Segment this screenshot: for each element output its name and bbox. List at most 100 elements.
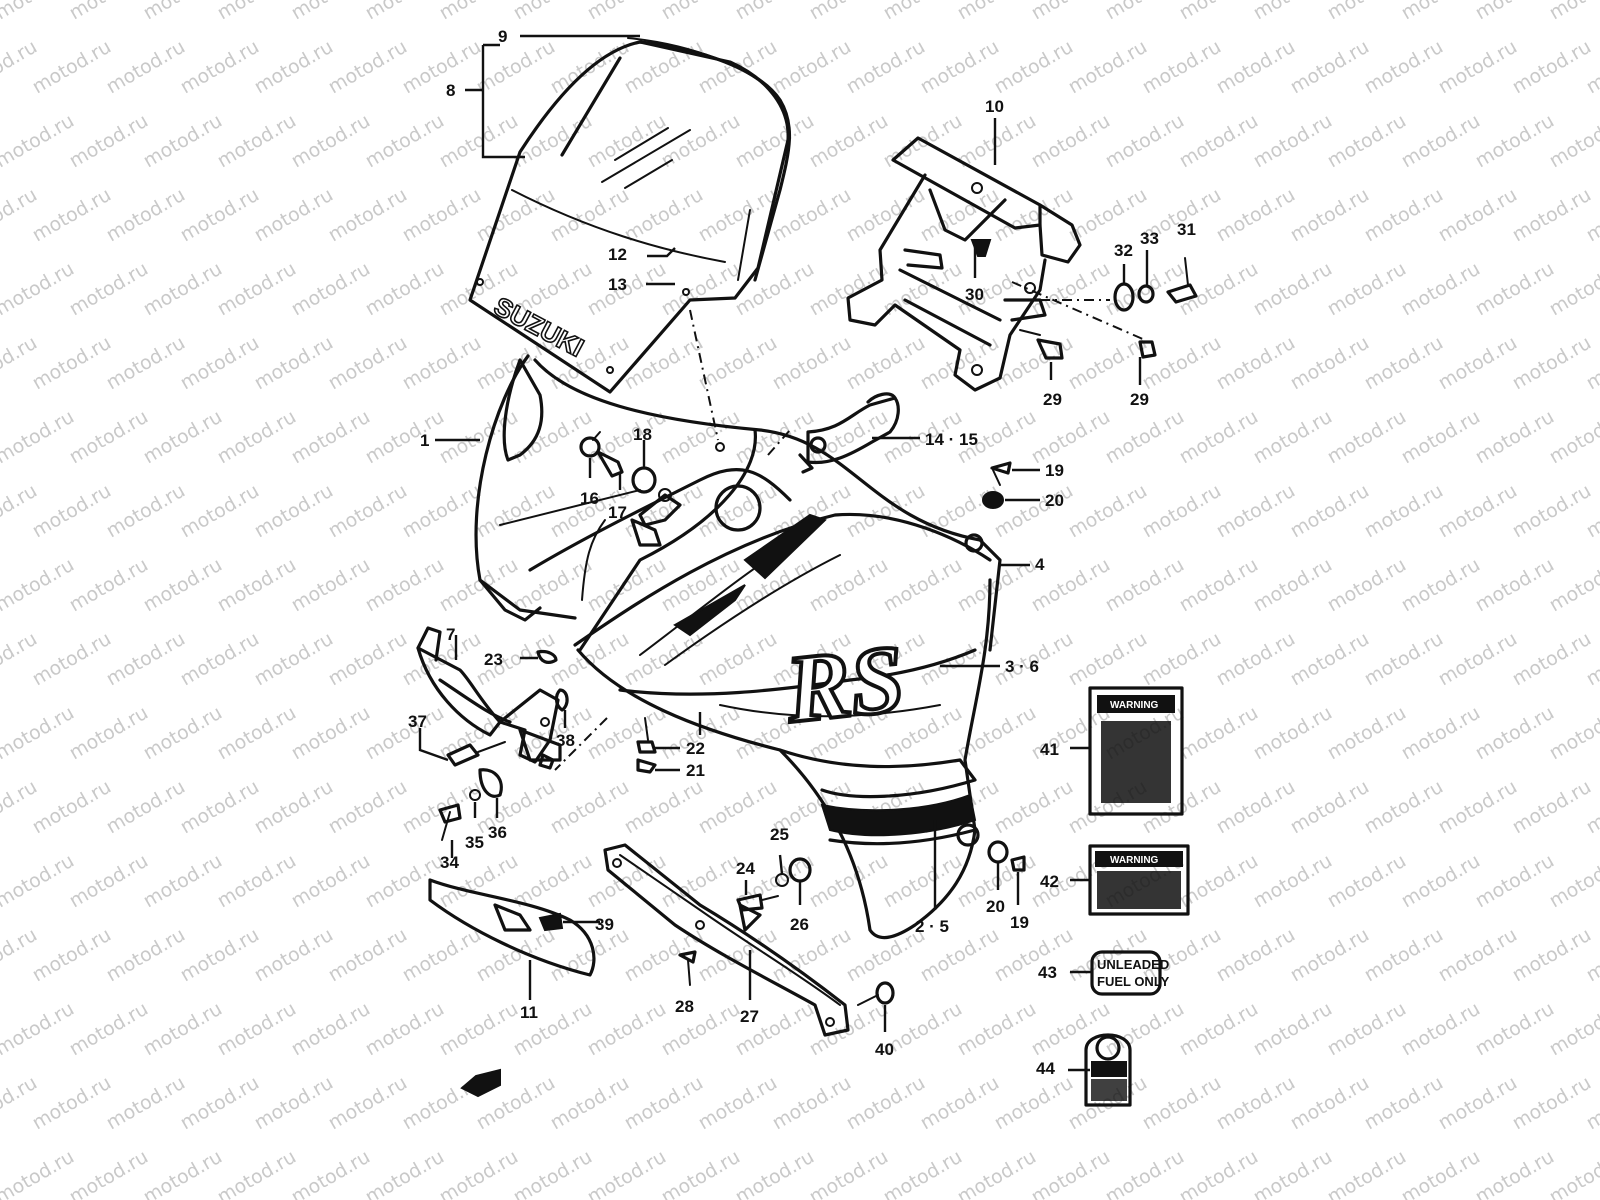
callout-12: 12 <box>608 245 627 264</box>
watermark-text: motod.ru <box>1435 332 1521 395</box>
watermark-text: motod.ru <box>1287 924 1373 987</box>
label-44 <box>1084 1033 1132 1107</box>
watermark-text: motod.ru <box>1546 1146 1600 1200</box>
watermark-text: motod.ru <box>140 554 226 617</box>
watermark-text: motod.ru <box>1287 1072 1373 1135</box>
watermark-text: motod.ru <box>1398 406 1484 469</box>
callout-19a: 19 <box>1045 461 1064 480</box>
watermark-text: motod.ru <box>732 1146 818 1200</box>
fairing-bracket <box>846 136 1146 392</box>
watermark-text: motod.ru <box>695 776 781 839</box>
watermark-text: motod.ru <box>1028 0 1114 24</box>
watermark-text: motod.ru <box>1361 628 1447 691</box>
watermark-text: motod.ru <box>880 0 966 24</box>
watermark-text: motod.ru <box>251 184 337 247</box>
watermark-text: motod.ru <box>1102 1146 1188 1200</box>
watermark-text: motod.ru <box>288 0 374 24</box>
watermark-text: motod.ru <box>1324 998 1410 1061</box>
watermark-text: motod.ru <box>510 0 596 24</box>
watermark-text: motod.ru <box>732 258 818 321</box>
watermark-text: motod.ru <box>1250 554 1336 617</box>
watermark-text: motod.ru <box>1065 332 1151 395</box>
watermark-text: motod.ru <box>584 110 670 173</box>
watermark-text: motod.ru <box>66 702 152 765</box>
watermark-text: motod.ru <box>1324 110 1410 173</box>
watermark-text: motod.ru <box>0 998 78 1061</box>
callout-44: 44 <box>1036 1059 1055 1078</box>
watermark-text: motod.ru <box>103 924 189 987</box>
watermark-text: motod.ru <box>1398 258 1484 321</box>
watermark-text: motod.ru <box>1398 110 1484 173</box>
watermark-text: motod.ru <box>1028 110 1114 173</box>
callout-18: 18 <box>633 425 652 444</box>
watermark-text: motod.ru <box>1324 1146 1410 1200</box>
watermark-text: motod.ru <box>658 258 744 321</box>
watermark-text: motod.ru <box>1435 36 1521 99</box>
watermark-text: motod.ru <box>1213 776 1299 839</box>
watermark-text: motod.ru <box>140 0 226 24</box>
watermark-text: motod.ru <box>1472 850 1558 913</box>
watermark-text: motod.ru <box>325 1072 411 1135</box>
watermark-text: motod.ru <box>1324 702 1410 765</box>
callout-27: 27 <box>740 1007 759 1026</box>
callout-19b: 19 <box>1010 913 1029 932</box>
watermark-text: motod.ru <box>251 480 337 543</box>
watermark-text: motod.ru <box>288 702 374 765</box>
watermark-text: motod.ru <box>1028 1146 1114 1200</box>
watermark-text: motod.ru <box>1361 924 1447 987</box>
watermark-text: motod.ru <box>1472 110 1558 173</box>
watermark-text: motod.ru <box>769 36 855 99</box>
callout-29a: 29 <box>1043 390 1062 409</box>
watermark-text: motod.ru <box>1250 1146 1336 1200</box>
watermark-text: motod.ru <box>1509 924 1595 987</box>
watermark-text: motod.ru <box>1509 36 1595 99</box>
watermark-text: motod.ru <box>1324 0 1410 24</box>
watermark-text: motod.ru <box>325 776 411 839</box>
watermark-text: motod.ru <box>1287 184 1373 247</box>
watermark-text: motod.ru <box>621 184 707 247</box>
watermark-text: motod.ru <box>140 702 226 765</box>
watermark-text: motod.ru <box>0 0 78 24</box>
watermark-text: motod.ru <box>103 184 189 247</box>
watermark-text: motod.ru <box>1361 480 1447 543</box>
inner-panel-7 <box>416 626 569 841</box>
fuel-label-43-line1: UNLEADED <box>1097 957 1169 972</box>
screws-lower-right <box>857 840 1026 1006</box>
watermark-text: motod.ru <box>1472 0 1558 24</box>
watermark-text: motod.ru <box>436 0 522 24</box>
watermark-text: motod.ru <box>103 776 189 839</box>
watermark-text: motod.ru <box>1472 1146 1558 1200</box>
watermark-text: motod.ru <box>473 776 559 839</box>
warning-label-42-heading: WARNING <box>1110 855 1159 866</box>
watermark-text: motod.ru <box>1324 554 1410 617</box>
watermark-text: motod.ru <box>66 998 152 1061</box>
watermark-text: motod.ru <box>695 1072 781 1135</box>
watermark-text: motod.ru <box>66 258 152 321</box>
watermark-text: motod.ru <box>1509 776 1595 839</box>
watermark-text: motod.ru <box>362 258 448 321</box>
watermark-text: motod.ru <box>1472 554 1558 617</box>
watermark-text: motod.ru <box>1546 258 1600 321</box>
watermark-text: motod.ru <box>177 480 263 543</box>
watermark-text: motod.ru <box>584 554 670 617</box>
warning-label-41: WARNING <box>1088 686 1184 816</box>
watermark-text: motod.ru <box>658 406 744 469</box>
watermark-text: motod.ru <box>1546 702 1600 765</box>
watermark-text: motod.ru <box>214 554 300 617</box>
watermark-text: motod.ru <box>0 554 78 617</box>
lower-brace-27 <box>603 843 850 1037</box>
watermark-text: motod.ru <box>251 36 337 99</box>
watermark-text: motod.ru <box>66 1146 152 1200</box>
watermark-text: motod.ru <box>1176 1146 1262 1200</box>
watermark-text: motod.ru <box>806 0 892 24</box>
warning-label-42: WARNING <box>1088 844 1190 916</box>
watermark-text: motod.ru <box>1176 258 1262 321</box>
watermark-text: motod.ru <box>399 184 485 247</box>
watermark-text: motod.ru <box>177 36 263 99</box>
screws-21-22 <box>636 717 657 774</box>
watermark-text: motod.ru <box>29 332 115 395</box>
watermark-text: motod.ru <box>1213 924 1299 987</box>
watermark-text: motod.ru <box>695 332 781 395</box>
watermark-text: motod.ru <box>473 480 559 543</box>
watermark-text: motod.ru <box>177 924 263 987</box>
